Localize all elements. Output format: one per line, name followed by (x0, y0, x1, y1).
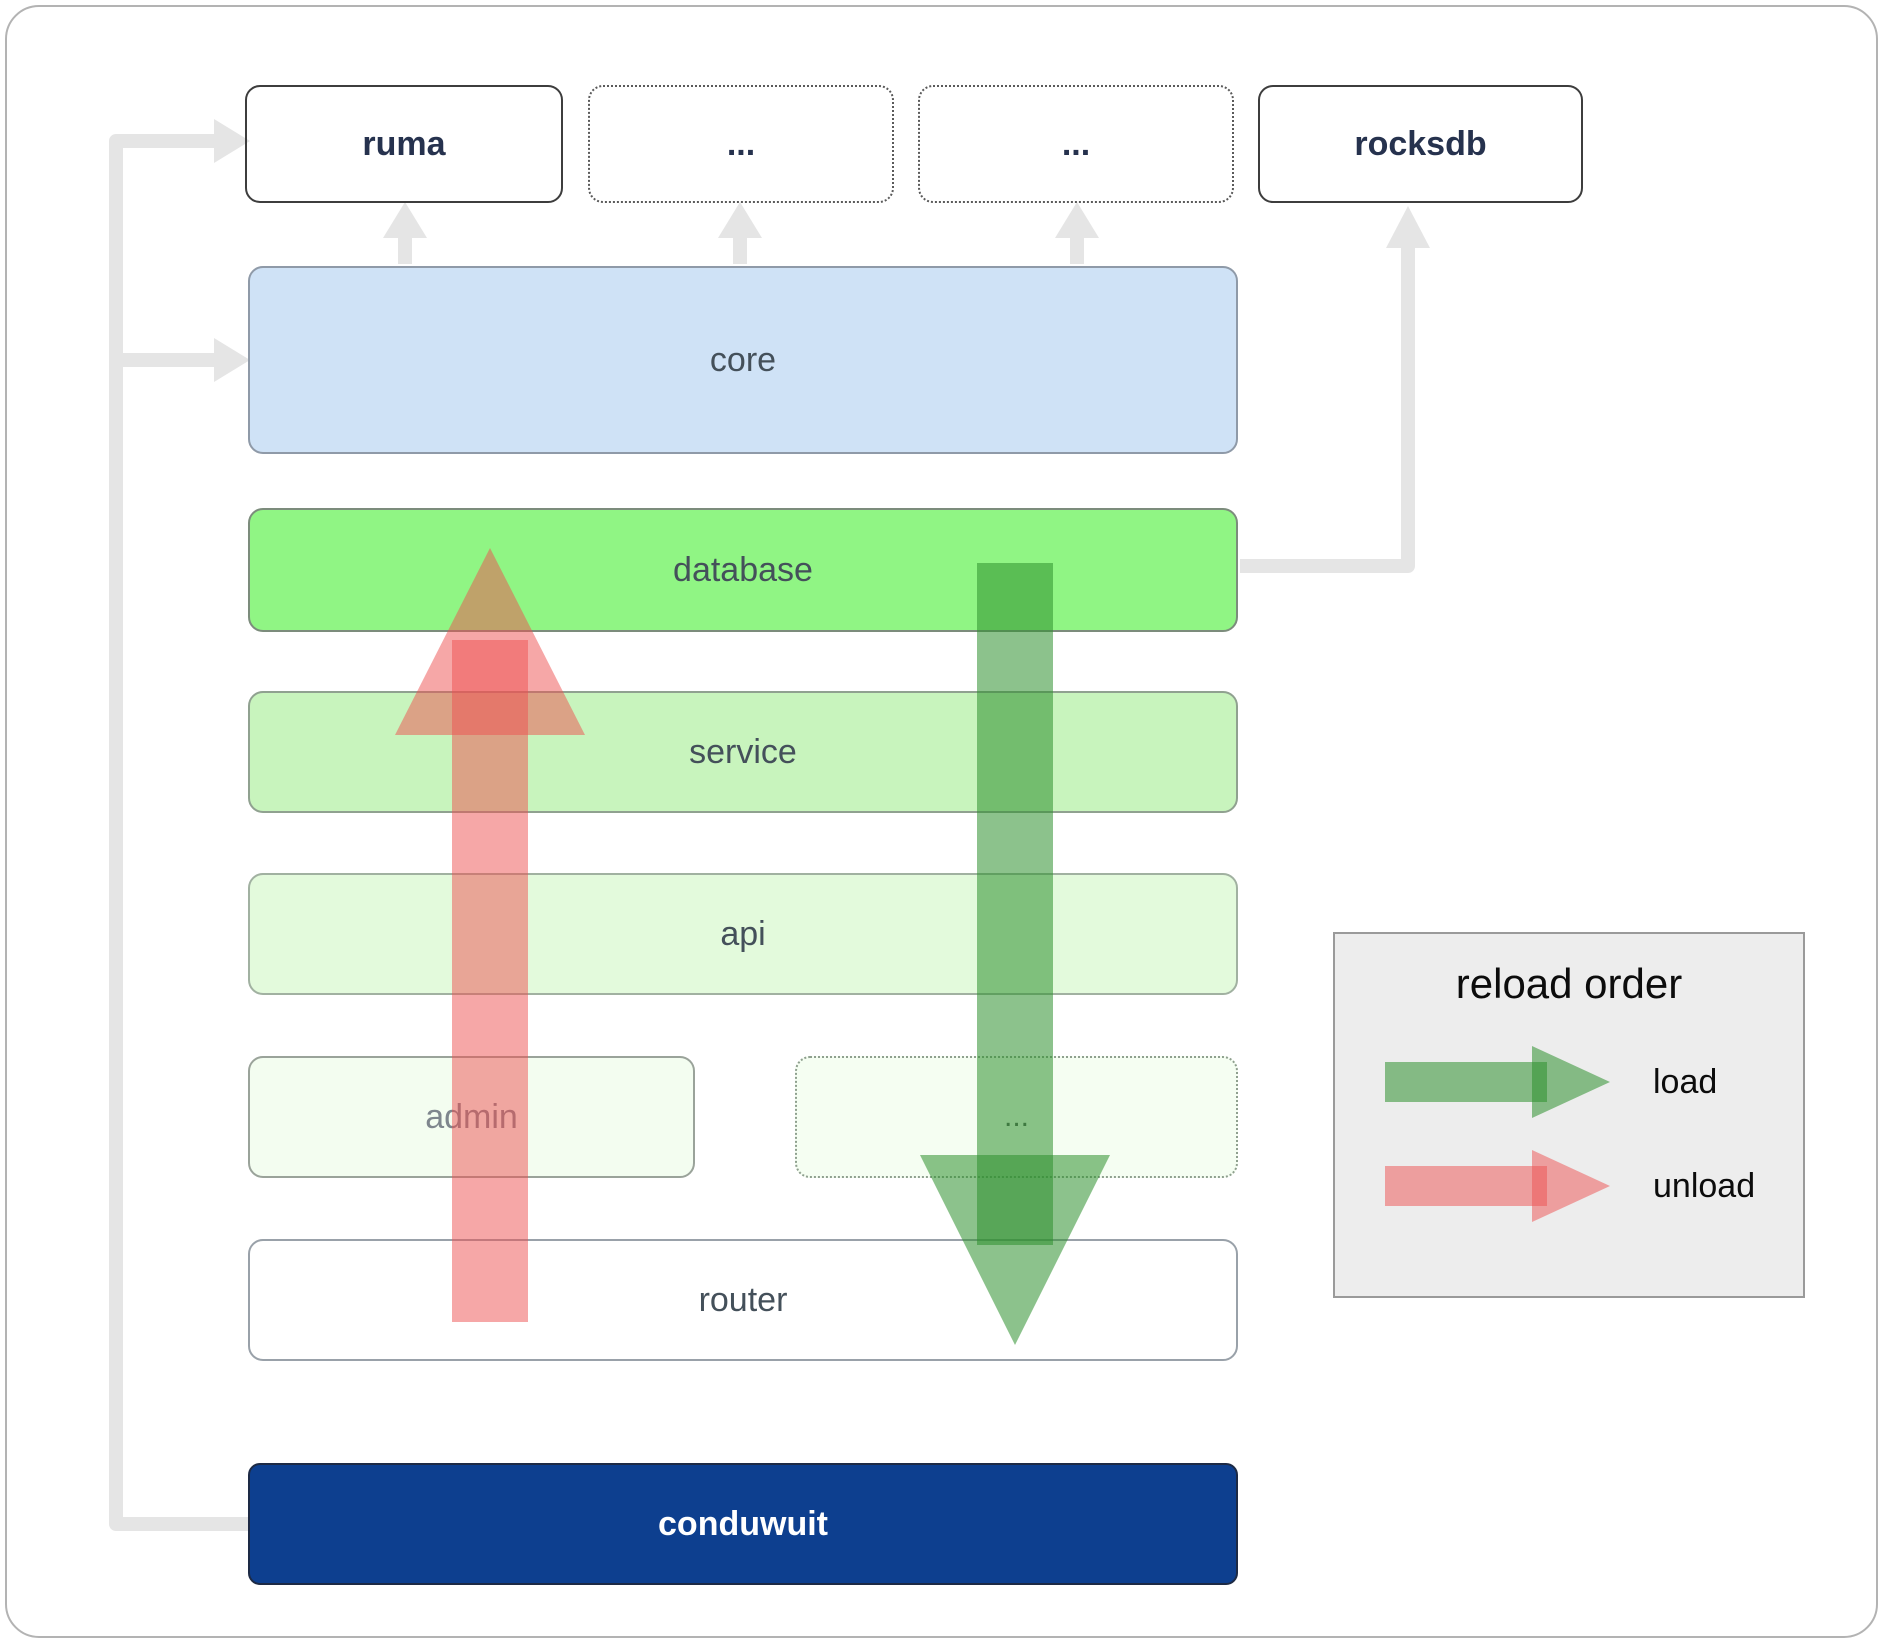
box-ellipsis-1-label: ... (726, 124, 756, 163)
box-admin-label: admin (425, 1097, 518, 1136)
box-api-label: api (720, 914, 766, 953)
box-service: service (248, 691, 1238, 813)
box-admin: admin (248, 1056, 695, 1178)
legend: reload order load unload (1333, 932, 1805, 1298)
box-api: api (248, 873, 1238, 995)
legend-row-unload: unload (1377, 1134, 1773, 1238)
box-rocksdb: rocksdb (1258, 85, 1583, 203)
outer-frame (5, 5, 1878, 1638)
box-ellipsis-2-label: ... (1061, 124, 1091, 163)
legend-unload-label: unload (1653, 1166, 1756, 1205)
box-ellipsis-1: ... (588, 85, 894, 203)
box-rocksdb-label: rocksdb (1354, 124, 1487, 163)
box-service-label: service (689, 732, 797, 771)
box-ruma-label: ruma (362, 124, 446, 163)
box-ellipsis-3-label: ... (1003, 1100, 1029, 1133)
legend-row-load: load (1377, 1030, 1773, 1134)
legend-title: reload order (1455, 960, 1683, 1007)
box-ruma: ruma (245, 85, 563, 203)
box-router: router (248, 1239, 1238, 1361)
box-conduwuit-label: conduwuit (658, 1504, 828, 1543)
box-router-label: router (698, 1280, 788, 1319)
load-arrow-legend-icon (1385, 1046, 1610, 1118)
box-core-label: core (709, 340, 777, 379)
unload-arrow-legend-icon (1385, 1150, 1610, 1222)
box-ellipsis-3: ... (795, 1056, 1238, 1178)
box-conduwuit: conduwuit (248, 1463, 1238, 1585)
box-core: core (248, 266, 1238, 454)
legend-load-label: load (1653, 1062, 1718, 1101)
box-database-label: database (673, 550, 813, 589)
box-database: database (248, 508, 1238, 632)
box-ellipsis-2: ... (918, 85, 1234, 203)
